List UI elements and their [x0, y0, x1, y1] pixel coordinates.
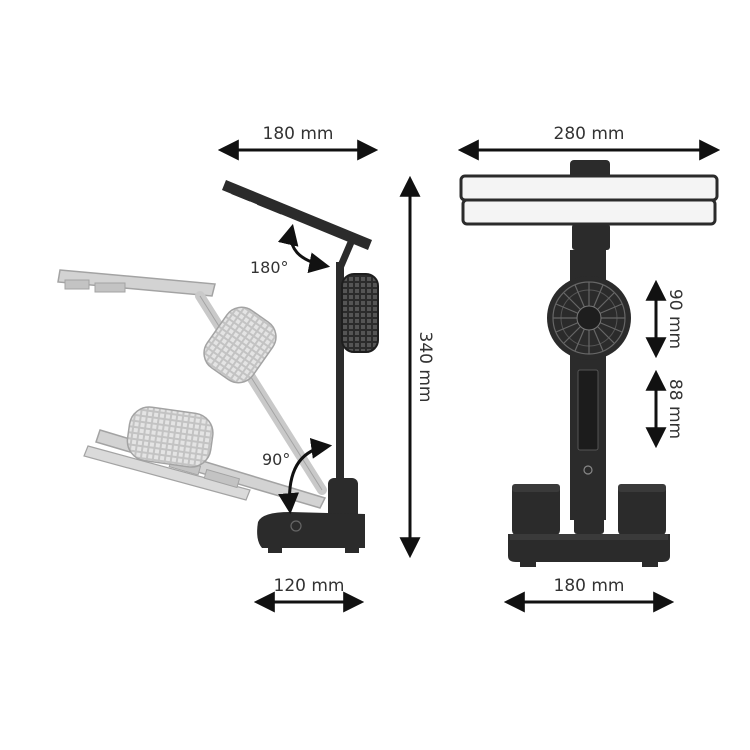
side-fan-cage	[341, 273, 379, 353]
side-lamp-head	[222, 180, 372, 250]
front-display-slot	[577, 369, 599, 451]
front-base	[508, 534, 670, 562]
side-view-lamp	[222, 180, 379, 553]
side-lamp-pole	[336, 262, 344, 480]
head-rotation-label: 180°	[250, 258, 289, 277]
side-base-width-label: 120 mm	[274, 576, 345, 596]
fan-height-label: 90 mm	[665, 289, 685, 349]
side-height-label: 340 mm	[415, 332, 435, 403]
ghost-fan-upper	[203, 306, 277, 384]
front-light-bar-upper	[459, 174, 719, 202]
front-light-bar-lower	[461, 198, 717, 226]
front-fan	[547, 276, 631, 360]
front-cup-right	[618, 484, 666, 536]
ghost-positions	[57, 269, 327, 509]
ghost-head-upper	[57, 269, 216, 297]
side-top-width-label: 180 mm	[263, 124, 334, 144]
front-top-width-label: 280 mm	[554, 124, 625, 144]
fan-hub-icon	[576, 305, 602, 331]
front-view-lamp	[459, 160, 719, 567]
stem-height-label: 88 mm	[665, 379, 685, 439]
front-base-width-label: 180 mm	[554, 576, 625, 596]
ghost-fan-lower	[126, 406, 214, 468]
front-cup-left	[512, 484, 560, 536]
head-rotation-arrow	[277, 223, 331, 274]
side-base	[257, 512, 365, 548]
arm-rotation-arrow	[278, 437, 333, 515]
front-power-button-icon	[583, 465, 593, 475]
arm-rotation-label: 90°	[262, 450, 290, 469]
